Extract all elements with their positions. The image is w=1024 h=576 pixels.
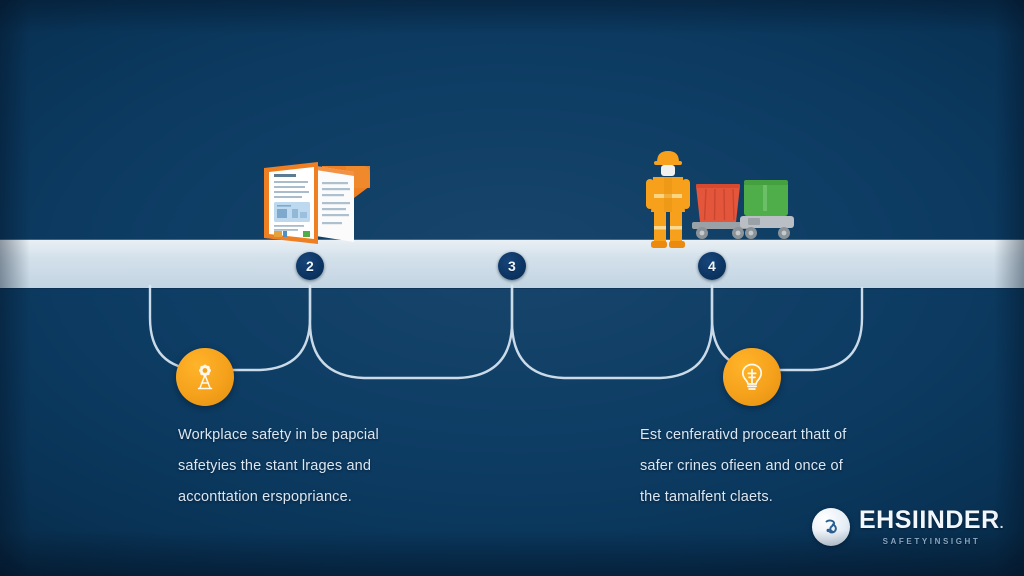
windmill-hub [202, 368, 208, 373]
timeline-marker-3-label: 3 [508, 258, 516, 274]
node-lightbulb[interactable] [723, 348, 781, 406]
worker-scene-svg [646, 151, 794, 248]
brochure-chip-blue [283, 231, 287, 237]
timeline-marker-4[interactable]: 4 [698, 252, 726, 280]
left-caption-line-2: safetyies the stant lrages and [178, 458, 372, 474]
logo-wordmark-text: EHSIINDER [859, 506, 1000, 534]
brochure-chip-green [303, 231, 310, 237]
red-cart-hub-left [699, 230, 705, 236]
red-cart-rim [696, 184, 740, 188]
worker-leg-band-left [654, 226, 666, 230]
left-caption-line-1: Workplace safety in be papcial [178, 427, 379, 443]
worker-leg-band-right [670, 226, 682, 230]
timeline-marker-4-label: 4 [708, 258, 716, 274]
logo-trademark-dot: . [999, 515, 1005, 531]
logo-text-group: EHSIINDER. SAFETYINSIGHT [859, 508, 1004, 546]
windmill-icon [197, 364, 213, 390]
green-container-hub-right [781, 230, 787, 236]
brochure-right-page-edge [316, 166, 354, 176]
node-windmill[interactable] [176, 348, 234, 406]
brochure-heading-line [274, 174, 296, 177]
worker-hat-brim [654, 161, 682, 165]
worker-jacket-zip [664, 177, 672, 212]
right-caption-line-1: Est cenferativd proceart thatt of [640, 427, 847, 443]
windmill-tower [197, 374, 213, 390]
left-caption-text: Workplace safety in be papcial safetyies… [178, 420, 458, 513]
red-cart-hub-right [735, 230, 741, 236]
left-caption-line-3: acconttation erspopriance. [178, 489, 352, 505]
worker-boot-right [669, 241, 685, 248]
green-container-group [740, 180, 794, 239]
safety-worker-figure [646, 151, 690, 248]
red-cart-group [692, 184, 748, 239]
green-container-lid [744, 180, 788, 185]
red-cart-ribs [703, 188, 735, 221]
green-container-label [748, 218, 760, 225]
worker-arm-left [646, 179, 654, 209]
brochure-right-page-lines [322, 182, 350, 225]
badge-glyph-icon [825, 519, 837, 534]
ehsiinder-logo[interactable]: EHSIINDER. SAFETYINSIGHT [812, 508, 1004, 546]
open-brochure-svg [264, 162, 370, 244]
logo-tagline: SAFETYINSIGHT [882, 537, 981, 546]
worker-hard-hat [657, 151, 679, 162]
timeline-marker-3[interactable]: 3 [498, 252, 526, 280]
worker-face [661, 165, 675, 176]
right-caption-line-2: safer crines ofieen and once of [640, 458, 843, 474]
red-cart-body [696, 186, 740, 222]
brochure-panel-detail [277, 205, 307, 218]
right-caption-text: Est cenferativd proceart thatt of safer … [640, 420, 920, 513]
brochure-left-page-lines [274, 181, 309, 198]
timeline-marker-2[interactable]: 2 [296, 252, 324, 280]
circular-badge-icon [812, 508, 850, 546]
red-cart-chassis [692, 222, 748, 229]
worker-boot-left [651, 241, 667, 248]
green-container-seam [763, 185, 767, 211]
brochure-footer-lines [274, 225, 304, 231]
worker-and-waste-bins-illustration [644, 144, 804, 259]
lightbulb-icon [741, 363, 763, 390]
open-brochure-illustration [250, 152, 380, 257]
brochure-chip-amber [274, 231, 282, 237]
logo-wordmark: EHSIINDER. [859, 508, 1004, 533]
timeline-marker-2-label: 2 [306, 258, 314, 274]
right-caption-line-3: the tamalfent claets. [640, 489, 773, 505]
green-container-hub-left [748, 230, 754, 236]
worker-arm-right [682, 179, 690, 209]
